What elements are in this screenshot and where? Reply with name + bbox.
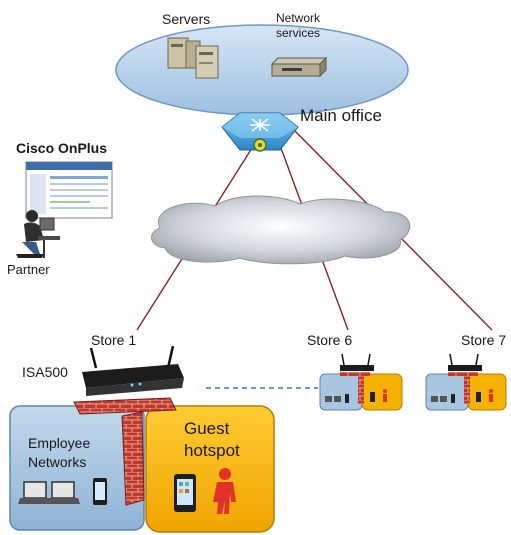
partner-icon bbox=[16, 210, 60, 258]
store6-label: Store 6 bbox=[307, 332, 353, 348]
guest-hotspot-label: Guest hotspot bbox=[184, 419, 240, 460]
smartphone-icon bbox=[93, 478, 107, 505]
main-office-ellipse bbox=[115, 24, 409, 116]
router-icon bbox=[221, 112, 299, 152]
firewall-icon bbox=[73, 397, 177, 506]
partner-label: Partner bbox=[7, 262, 50, 277]
main-office-label: Main office bbox=[300, 106, 382, 125]
store-device-icon bbox=[319, 353, 403, 411]
servers-label: Servers bbox=[162, 11, 211, 27]
employee-networks-label: Employee Networks bbox=[28, 435, 91, 470]
isa500-label: ISA500 bbox=[22, 364, 68, 380]
laptop-icon bbox=[18, 481, 52, 504]
cisco-onplus-title: Cisco OnPlus bbox=[16, 140, 108, 156]
cloud-icon bbox=[151, 195, 411, 265]
store-device-icon bbox=[425, 353, 507, 411]
store1-label: Store 1 bbox=[91, 332, 137, 348]
laptop-icon bbox=[46, 481, 80, 504]
person-icon bbox=[213, 468, 236, 514]
network-services-label: Network services bbox=[276, 11, 321, 40]
server-icon bbox=[167, 37, 219, 79]
store7-label: Store 7 bbox=[461, 332, 507, 348]
isa500-appliance-icon bbox=[82, 345, 184, 396]
network-services-icon bbox=[270, 56, 328, 78]
smartphone-icon bbox=[174, 474, 196, 512]
monitor-icon bbox=[25, 161, 113, 219]
